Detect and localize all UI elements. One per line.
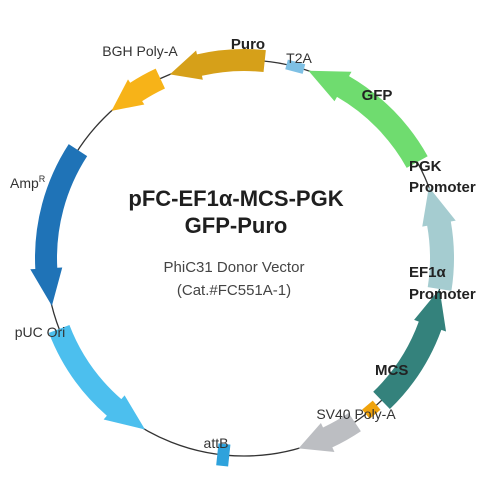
puc-ori-label: pUC Ori [15,324,66,340]
mcs-block [362,400,381,419]
plasmid-subtitle-line2: (Cat.#FC551A-1) [177,282,291,299]
puro-label: Puro [231,36,265,53]
pgk-label-line2: Promoter [409,179,476,196]
amp-label-superscript: R [39,174,46,184]
plasmid-title-line2: GFP-Puro [185,213,288,238]
ef1a-label-line2: Promoter [409,286,476,303]
attb-block [216,443,231,467]
mcs-label: MCS [375,362,408,379]
ef1a-label-line1: EF1α [409,264,447,281]
t2a-block [285,59,306,74]
pgk-label-line1: PGK [409,158,442,175]
attb-label: attB [204,435,229,451]
gfp-label: GFP [362,87,393,104]
amp-arrow [30,144,88,306]
sv40-polya-arrow [298,413,361,452]
sv40-polya-label: SV40 Poly-A [316,406,396,422]
gfp-arrow [308,70,428,168]
ef1a-promoter-arrow [373,288,447,410]
amp-label-text: Amp [10,175,39,191]
plasmid-subtitle-line1: PhiC31 Donor Vector [164,259,305,276]
amp-label: AmpR [10,174,46,191]
puc-ori-arrow [48,325,145,430]
puro-arrow [169,48,266,80]
t2a-label: T2A [286,50,312,66]
pgk-promoter-arrow [422,187,456,291]
bgh-polya-arrow [111,68,165,111]
bgh-polya-label: BGH Poly-A [102,43,178,59]
plasmid-title-line1: pFC-EF1α-MCS-PGK [128,186,343,211]
